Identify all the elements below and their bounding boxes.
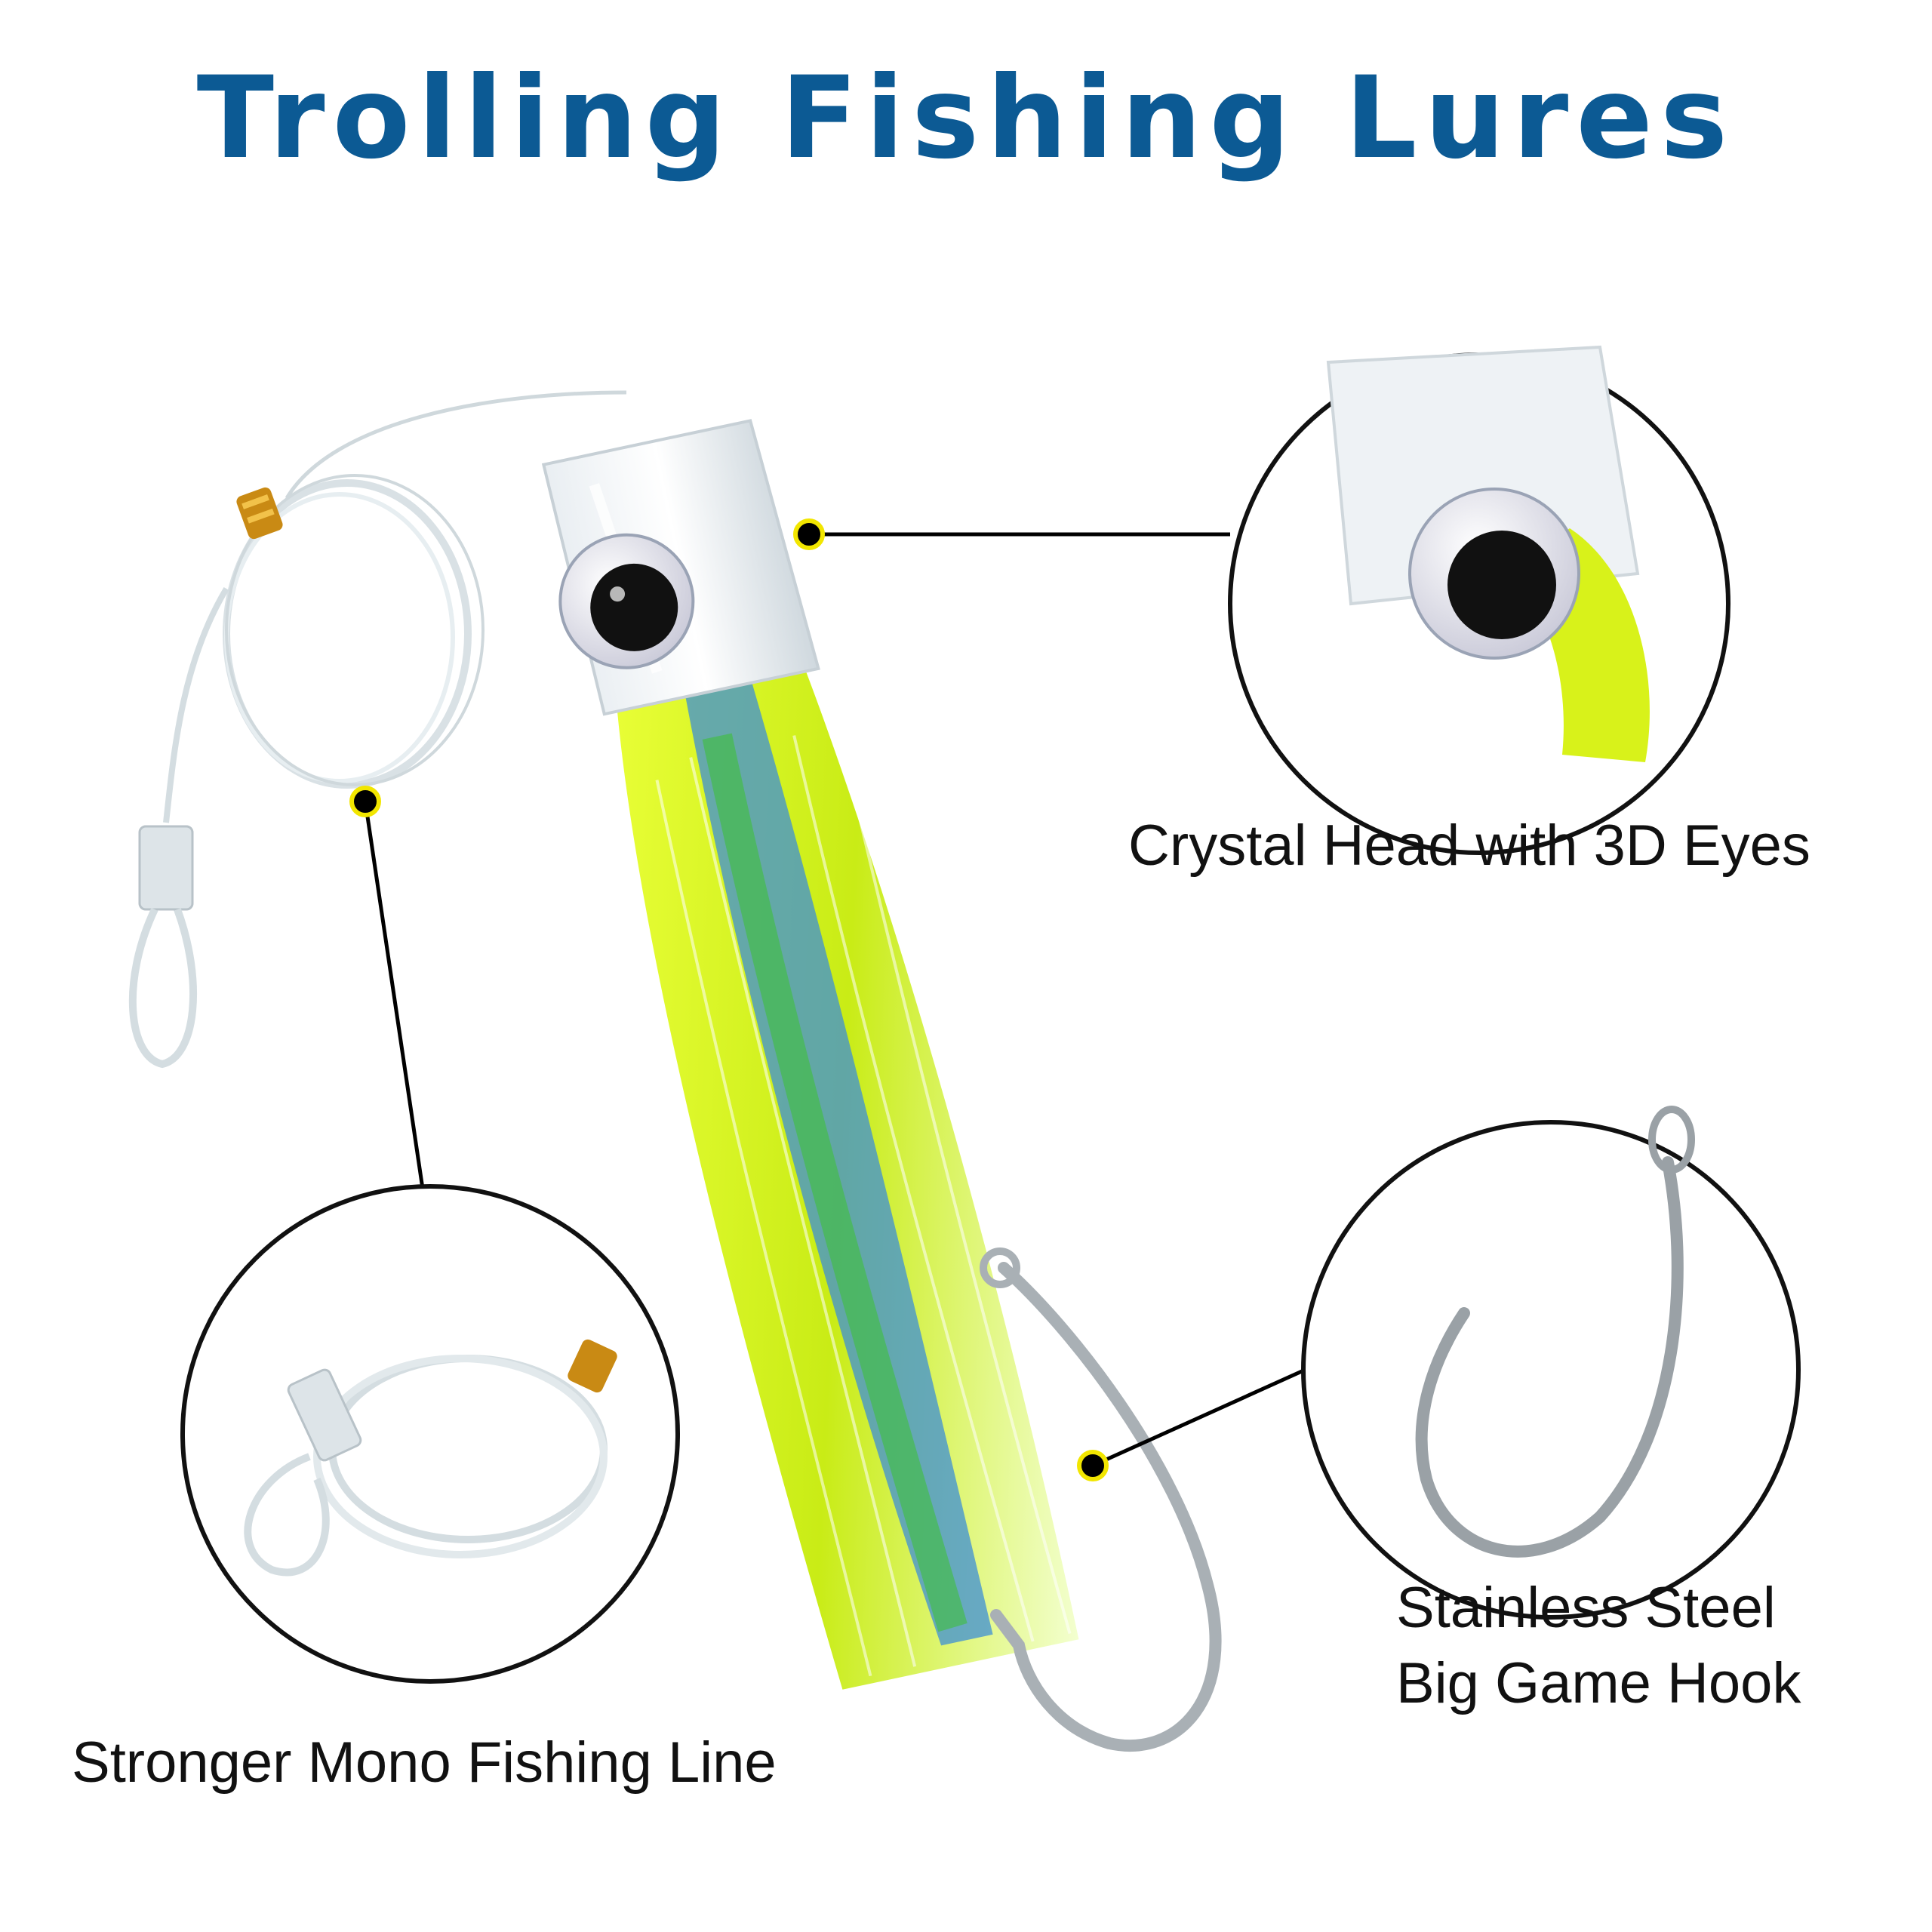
- coiled-line-icon: [163, 474, 485, 823]
- leader-line: [285, 390, 627, 500]
- aluminum-sleeve: [138, 825, 194, 911]
- callout-dot-line: [349, 786, 381, 817]
- crimp-sleeve-icon: [236, 487, 283, 540]
- zoom-circle-line: [180, 1184, 680, 1684]
- label-crystal-head: Crystal Head with 3D Eyes: [1128, 814, 1810, 878]
- callout-dot-hook: [1077, 1450, 1109, 1481]
- label-fishing-line: Stronger Mono Fishing Line: [72, 1730, 777, 1795]
- lure-hook: [990, 1262, 1222, 1752]
- label-hook-line1: Stainless Steel: [1396, 1576, 1776, 1640]
- callout-dot-head: [793, 518, 825, 550]
- line-loop: [128, 907, 197, 1069]
- zoom-line-detail: [244, 1339, 617, 1577]
- page-title: Trolling Fishing Lures: [196, 53, 1736, 184]
- hook-icon: [1415, 1106, 1695, 1558]
- lure-icon: [541, 419, 1079, 1690]
- eye-icon: [558, 533, 695, 669]
- label-hook-line2: Big Game Hook: [1396, 1651, 1801, 1715]
- zoom-head-detail: [1326, 345, 1650, 762]
